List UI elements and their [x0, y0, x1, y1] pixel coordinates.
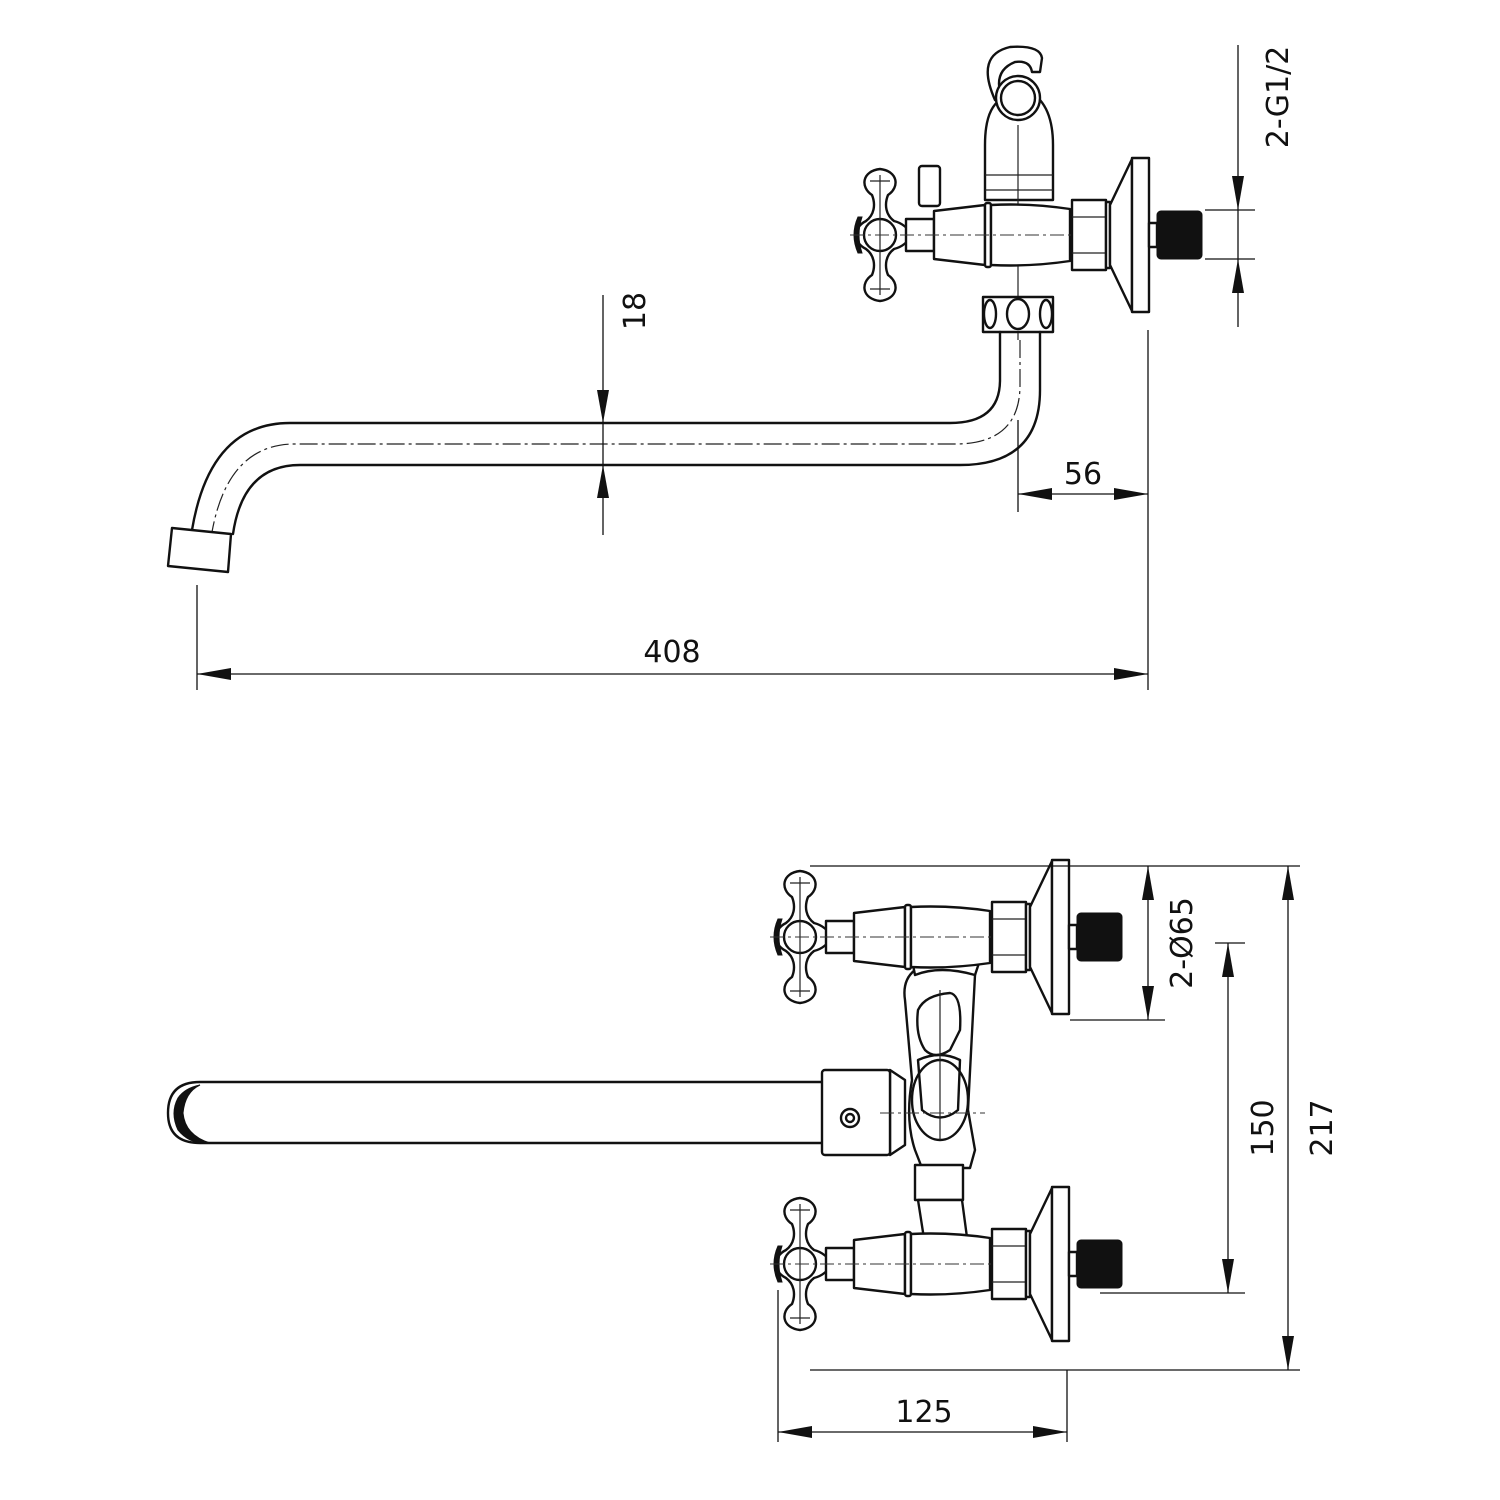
front-view: 2-Ø65 150 217 125 [166, 858, 1340, 1442]
spout-front [166, 1068, 985, 1157]
dimension-connection-thread: 2-G1/2 [1205, 45, 1296, 327]
spout-pipe [166, 330, 1042, 574]
dim-label-150: 150 [1246, 1099, 1281, 1156]
dimension-overall-height: 217 [810, 866, 1340, 1371]
dim-label-d65: 2-Ø65 [1165, 897, 1200, 989]
dim-label-g1-2: 2-G1/2 [1261, 46, 1296, 149]
dimension-spout-diameter: 18 [597, 292, 653, 535]
dim-label-56: 56 [1064, 457, 1102, 492]
dimension-flange-diameter: 2-Ø65 [810, 865, 1300, 1021]
aerator-nozzle [166, 526, 233, 574]
dim-label-125: 125 [895, 1395, 952, 1430]
diverter-body [903, 953, 987, 1264]
dim-label-18: 18 [618, 292, 653, 330]
side-view: 18 56 408 2-G1/2 [166, 45, 1296, 690]
diverter-pin [917, 164, 942, 208]
dim-label-408: 408 [643, 635, 700, 670]
dimension-center-distance: 150 [1100, 942, 1281, 1294]
shower-holder [983, 45, 1055, 340]
dimension-wall-to-outlet: 56 [1017, 330, 1149, 690]
dimension-projection: 125 [777, 1290, 1068, 1442]
dim-label-217: 217 [1305, 1099, 1340, 1156]
coupling-nut [981, 295, 1055, 334]
dimension-spout-reach: 408 [196, 585, 1148, 690]
